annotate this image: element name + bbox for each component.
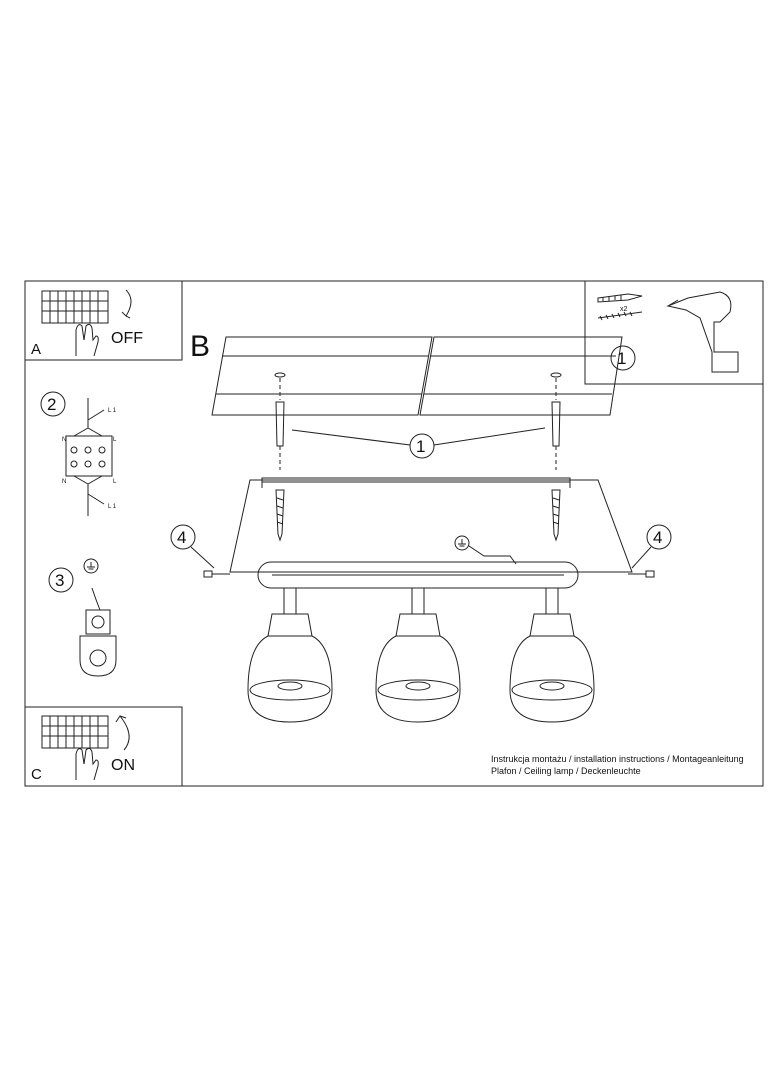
kit-panel-frame xyxy=(584,280,764,385)
caption-line-2: Plafon / Ceiling lamp / Deckenleuchte xyxy=(491,766,641,776)
ground-symbol-icon xyxy=(83,558,99,574)
wire-label-l-top: L xyxy=(113,437,117,443)
screw-icon xyxy=(551,489,561,542)
panel-a-action: OFF xyxy=(111,330,143,347)
lamp-shade-icon xyxy=(247,587,333,723)
ground-label-badge xyxy=(454,535,470,551)
panel-a-letter: A xyxy=(31,341,41,358)
step-4-badge-left xyxy=(170,524,196,550)
step-3-number: 3 xyxy=(55,571,64,590)
curved-arrow-icon xyxy=(115,715,130,751)
hand-icon xyxy=(75,747,99,781)
step-4-badge-right xyxy=(646,524,672,550)
hand-icon xyxy=(75,323,99,357)
panel-b-letter: B xyxy=(190,330,210,363)
mounting-plane xyxy=(229,479,633,573)
step-1-badge xyxy=(409,433,435,459)
screw-icon xyxy=(203,570,230,578)
ceiling-slab-right xyxy=(419,336,623,416)
curved-arrow-icon xyxy=(121,289,132,319)
step-1-kit-badge xyxy=(610,345,636,371)
lamp-shade-icon xyxy=(375,587,461,723)
wire-label-l1-bottom: L 1 xyxy=(108,504,117,510)
wall-plug-right xyxy=(551,401,561,447)
panel-c-frame xyxy=(24,706,183,787)
wall-plug-left xyxy=(275,401,285,447)
ground-terminal-icon xyxy=(79,587,117,677)
step-4-number-left: 4 xyxy=(177,528,186,547)
terminal-block-icon xyxy=(65,398,113,516)
panel-c-letter: C xyxy=(31,766,42,783)
mounting-bracket xyxy=(261,477,571,488)
ceiling-slab-left xyxy=(211,336,433,416)
step-2-badge xyxy=(40,391,66,417)
anchor-count: x2 xyxy=(620,306,628,313)
switch-panel-icon xyxy=(41,715,109,749)
step-1-number: 1 xyxy=(416,437,425,456)
wall-anchor-icon xyxy=(597,293,643,321)
screw-icon xyxy=(275,489,285,542)
panel-c-action: ON xyxy=(111,757,135,774)
step-4-number-right: 4 xyxy=(653,528,662,547)
switch-panel-icon xyxy=(41,290,109,324)
wire-label-l1-top: L 1 xyxy=(108,408,117,414)
step-1-kit-number: 1 xyxy=(617,349,626,368)
wire-label-n-top: N xyxy=(62,437,66,443)
panel-a-frame xyxy=(24,280,183,361)
lamp-shade-icon xyxy=(509,587,595,723)
wire-label-n-bottom: N xyxy=(62,479,66,485)
wire-label-l-bottom: L xyxy=(113,479,117,485)
step-3-badge xyxy=(48,567,74,593)
drill-icon xyxy=(666,291,739,373)
step-2-number: 2 xyxy=(47,395,56,414)
caption-line-1: Instrukcja montażu / installation instru… xyxy=(491,754,744,764)
outer-frame xyxy=(24,280,764,787)
screw-icon xyxy=(628,570,655,578)
